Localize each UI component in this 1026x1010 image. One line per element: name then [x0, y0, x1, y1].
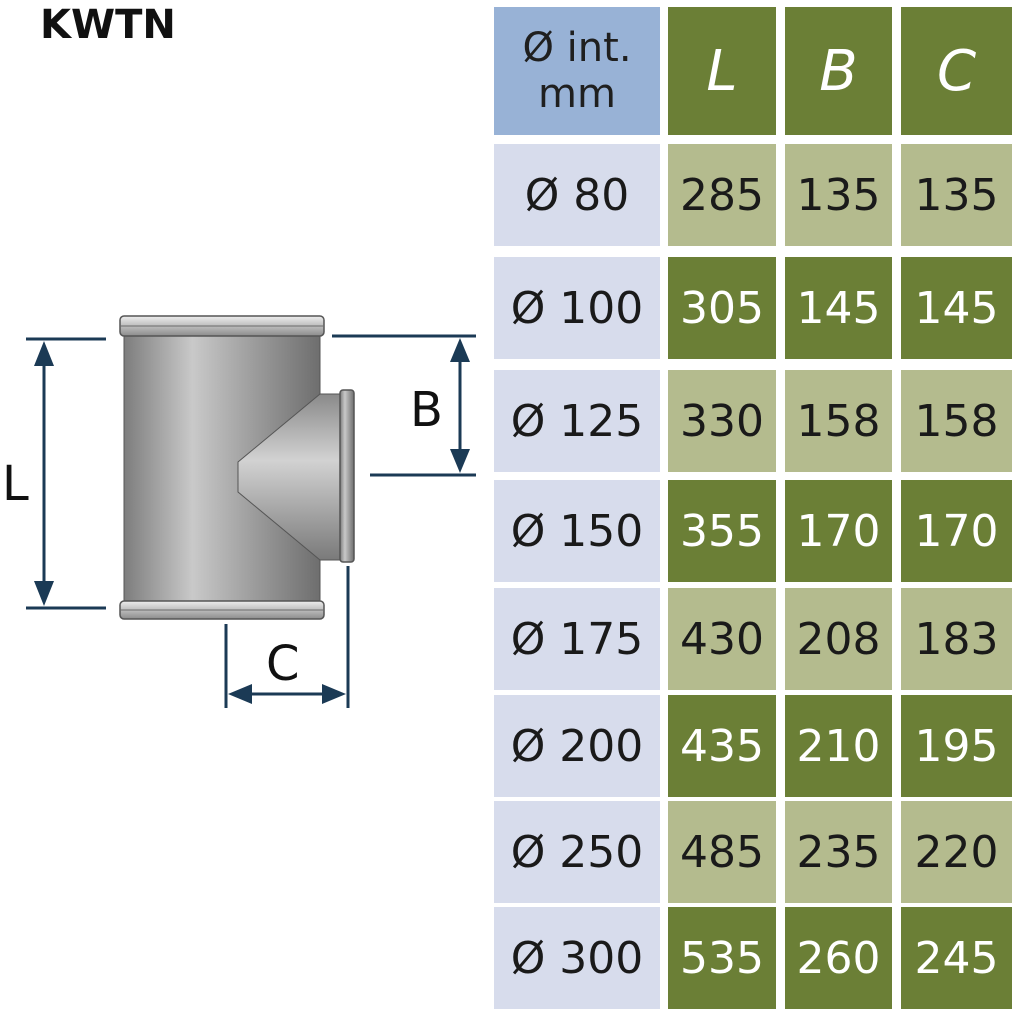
row-diameter-cell: Ø 300 — [494, 907, 660, 1009]
value-cell-b: 158 — [785, 370, 892, 472]
row-diameter-cell: Ø 125 — [494, 370, 660, 472]
value-cell-l: 305 — [668, 257, 776, 359]
value-cell-b: 210 — [785, 695, 892, 797]
branch-flange — [339, 389, 355, 563]
value-cell-b: 170 — [785, 480, 892, 582]
value-cell-l: 285 — [668, 144, 776, 246]
header-line-1: Ø int. — [522, 25, 632, 71]
value-cell-c: 220 — [901, 801, 1012, 903]
tee-pipe-diagram: L B C — [2, 315, 476, 708]
value-cell-c: 245 — [901, 907, 1012, 1009]
value-cell-l: 355 — [668, 480, 776, 582]
value-cell-b: 135 — [785, 144, 892, 246]
header-line-2: mm — [538, 71, 616, 117]
label-B: B — [410, 382, 443, 438]
value-cell-l: 485 — [668, 801, 776, 903]
value-cell-c: 183 — [901, 588, 1012, 690]
row-diameter-cell: Ø 150 — [494, 480, 660, 582]
value-cell-b: 235 — [785, 801, 892, 903]
header-diameter-cell: Ø int.mm — [494, 7, 660, 135]
row-diameter-cell: Ø 80 — [494, 144, 660, 246]
header-col-l: L — [668, 7, 776, 135]
row-diameter-cell: Ø 250 — [494, 801, 660, 903]
value-cell-l: 535 — [668, 907, 776, 1009]
value-cell-c: 195 — [901, 695, 1012, 797]
label-C: C — [266, 636, 300, 692]
dimension-L — [26, 337, 106, 610]
row-diameter-cell: Ø 100 — [494, 257, 660, 359]
row-diameter-cell: Ø 200 — [494, 695, 660, 797]
label-L: L — [2, 456, 29, 512]
value-cell-c: 135 — [901, 144, 1012, 246]
dimension-C — [224, 566, 350, 708]
header-col-c: C — [901, 7, 1012, 135]
value-cell-l: 430 — [668, 588, 776, 690]
value-cell-l: 435 — [668, 695, 776, 797]
value-cell-b: 260 — [785, 907, 892, 1009]
value-cell-c: 145 — [901, 257, 1012, 359]
value-cell-c: 170 — [901, 480, 1012, 582]
dimension-B — [332, 334, 476, 477]
product-title: KWTN — [40, 2, 176, 48]
header-col-b: B — [785, 7, 892, 135]
row-diameter-cell: Ø 175 — [494, 588, 660, 690]
value-cell-b: 145 — [785, 257, 892, 359]
value-cell-c: 158 — [901, 370, 1012, 472]
value-cell-l: 330 — [668, 370, 776, 472]
value-cell-b: 208 — [785, 588, 892, 690]
